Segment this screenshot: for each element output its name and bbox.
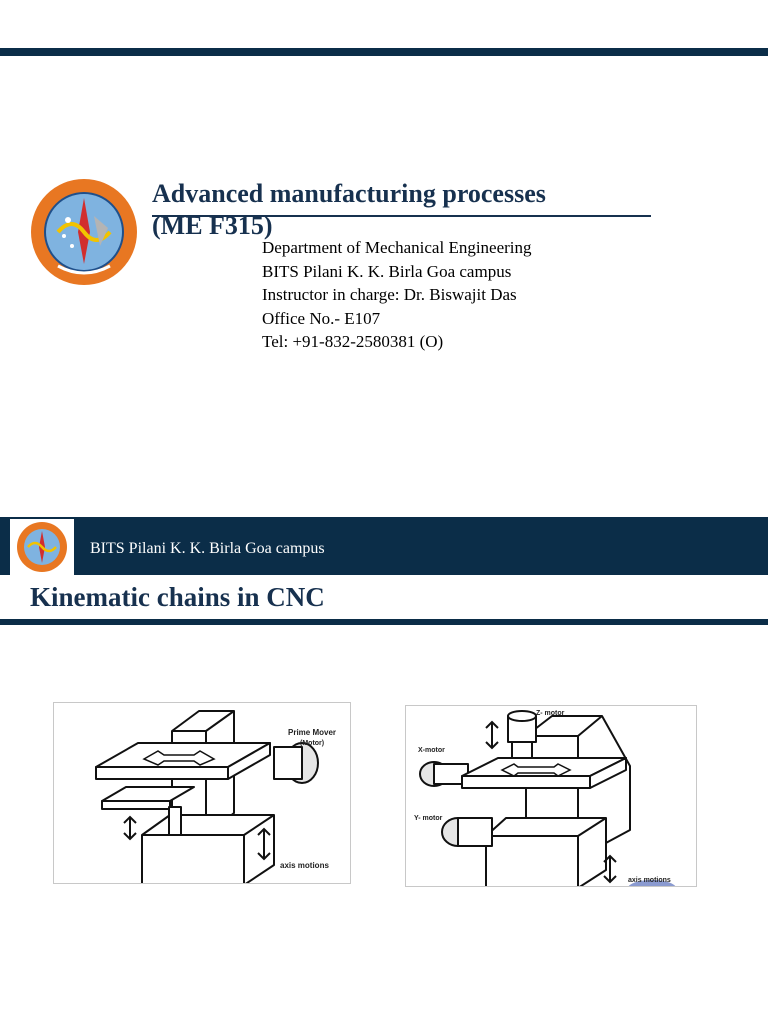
slide2-header-band bbox=[0, 517, 768, 575]
slide2-header-campus: BITS Pilani K. K. Birla Goa campus bbox=[90, 540, 325, 557]
slide2-title: Kinematic chains in CNC bbox=[30, 582, 325, 612]
course-title-line1: Advanced manufacturing processes bbox=[152, 179, 546, 208]
info-department: Department of Mechanical Engineering bbox=[262, 238, 532, 257]
label-axis-motions-1: axis motions bbox=[280, 861, 329, 870]
label-y-motor: Y- motor bbox=[414, 815, 443, 822]
figure-three-axis-machine: Z- motor X-motor Y- motor axis motions bbox=[405, 705, 697, 887]
info-campus: BITS Pilani K. K. Birla Goa campus bbox=[262, 261, 512, 281]
info-instructor: Instructor in charge: Dr. Biswajit Das bbox=[262, 285, 517, 304]
top-rule bbox=[0, 48, 768, 56]
figure-single-axis-machine: Prime Mover (Motor) axis motions bbox=[53, 702, 351, 884]
course-info-block: Department of Mechanical Engineering BIT… bbox=[262, 236, 532, 354]
title-underline bbox=[152, 215, 651, 217]
label-motor: (Motor) bbox=[300, 740, 324, 747]
label-prime-mover: Prime Mover bbox=[288, 728, 336, 737]
course-title: Advanced manufacturing processes (ME F31… bbox=[152, 178, 672, 242]
bits-logo-small-icon bbox=[10, 519, 74, 575]
bits-logo-emblem-icon bbox=[31, 179, 137, 285]
slide2-title-rule bbox=[0, 619, 768, 625]
info-telephone: Tel: +91-832-2580381 (O) bbox=[262, 332, 444, 351]
label-x-motor: X-motor bbox=[418, 747, 445, 754]
info-office: Office No.- E107 bbox=[262, 308, 381, 328]
label-z-motor: Z- motor bbox=[536, 710, 565, 717]
label-axis-motions-2: axis motions bbox=[628, 877, 671, 884]
